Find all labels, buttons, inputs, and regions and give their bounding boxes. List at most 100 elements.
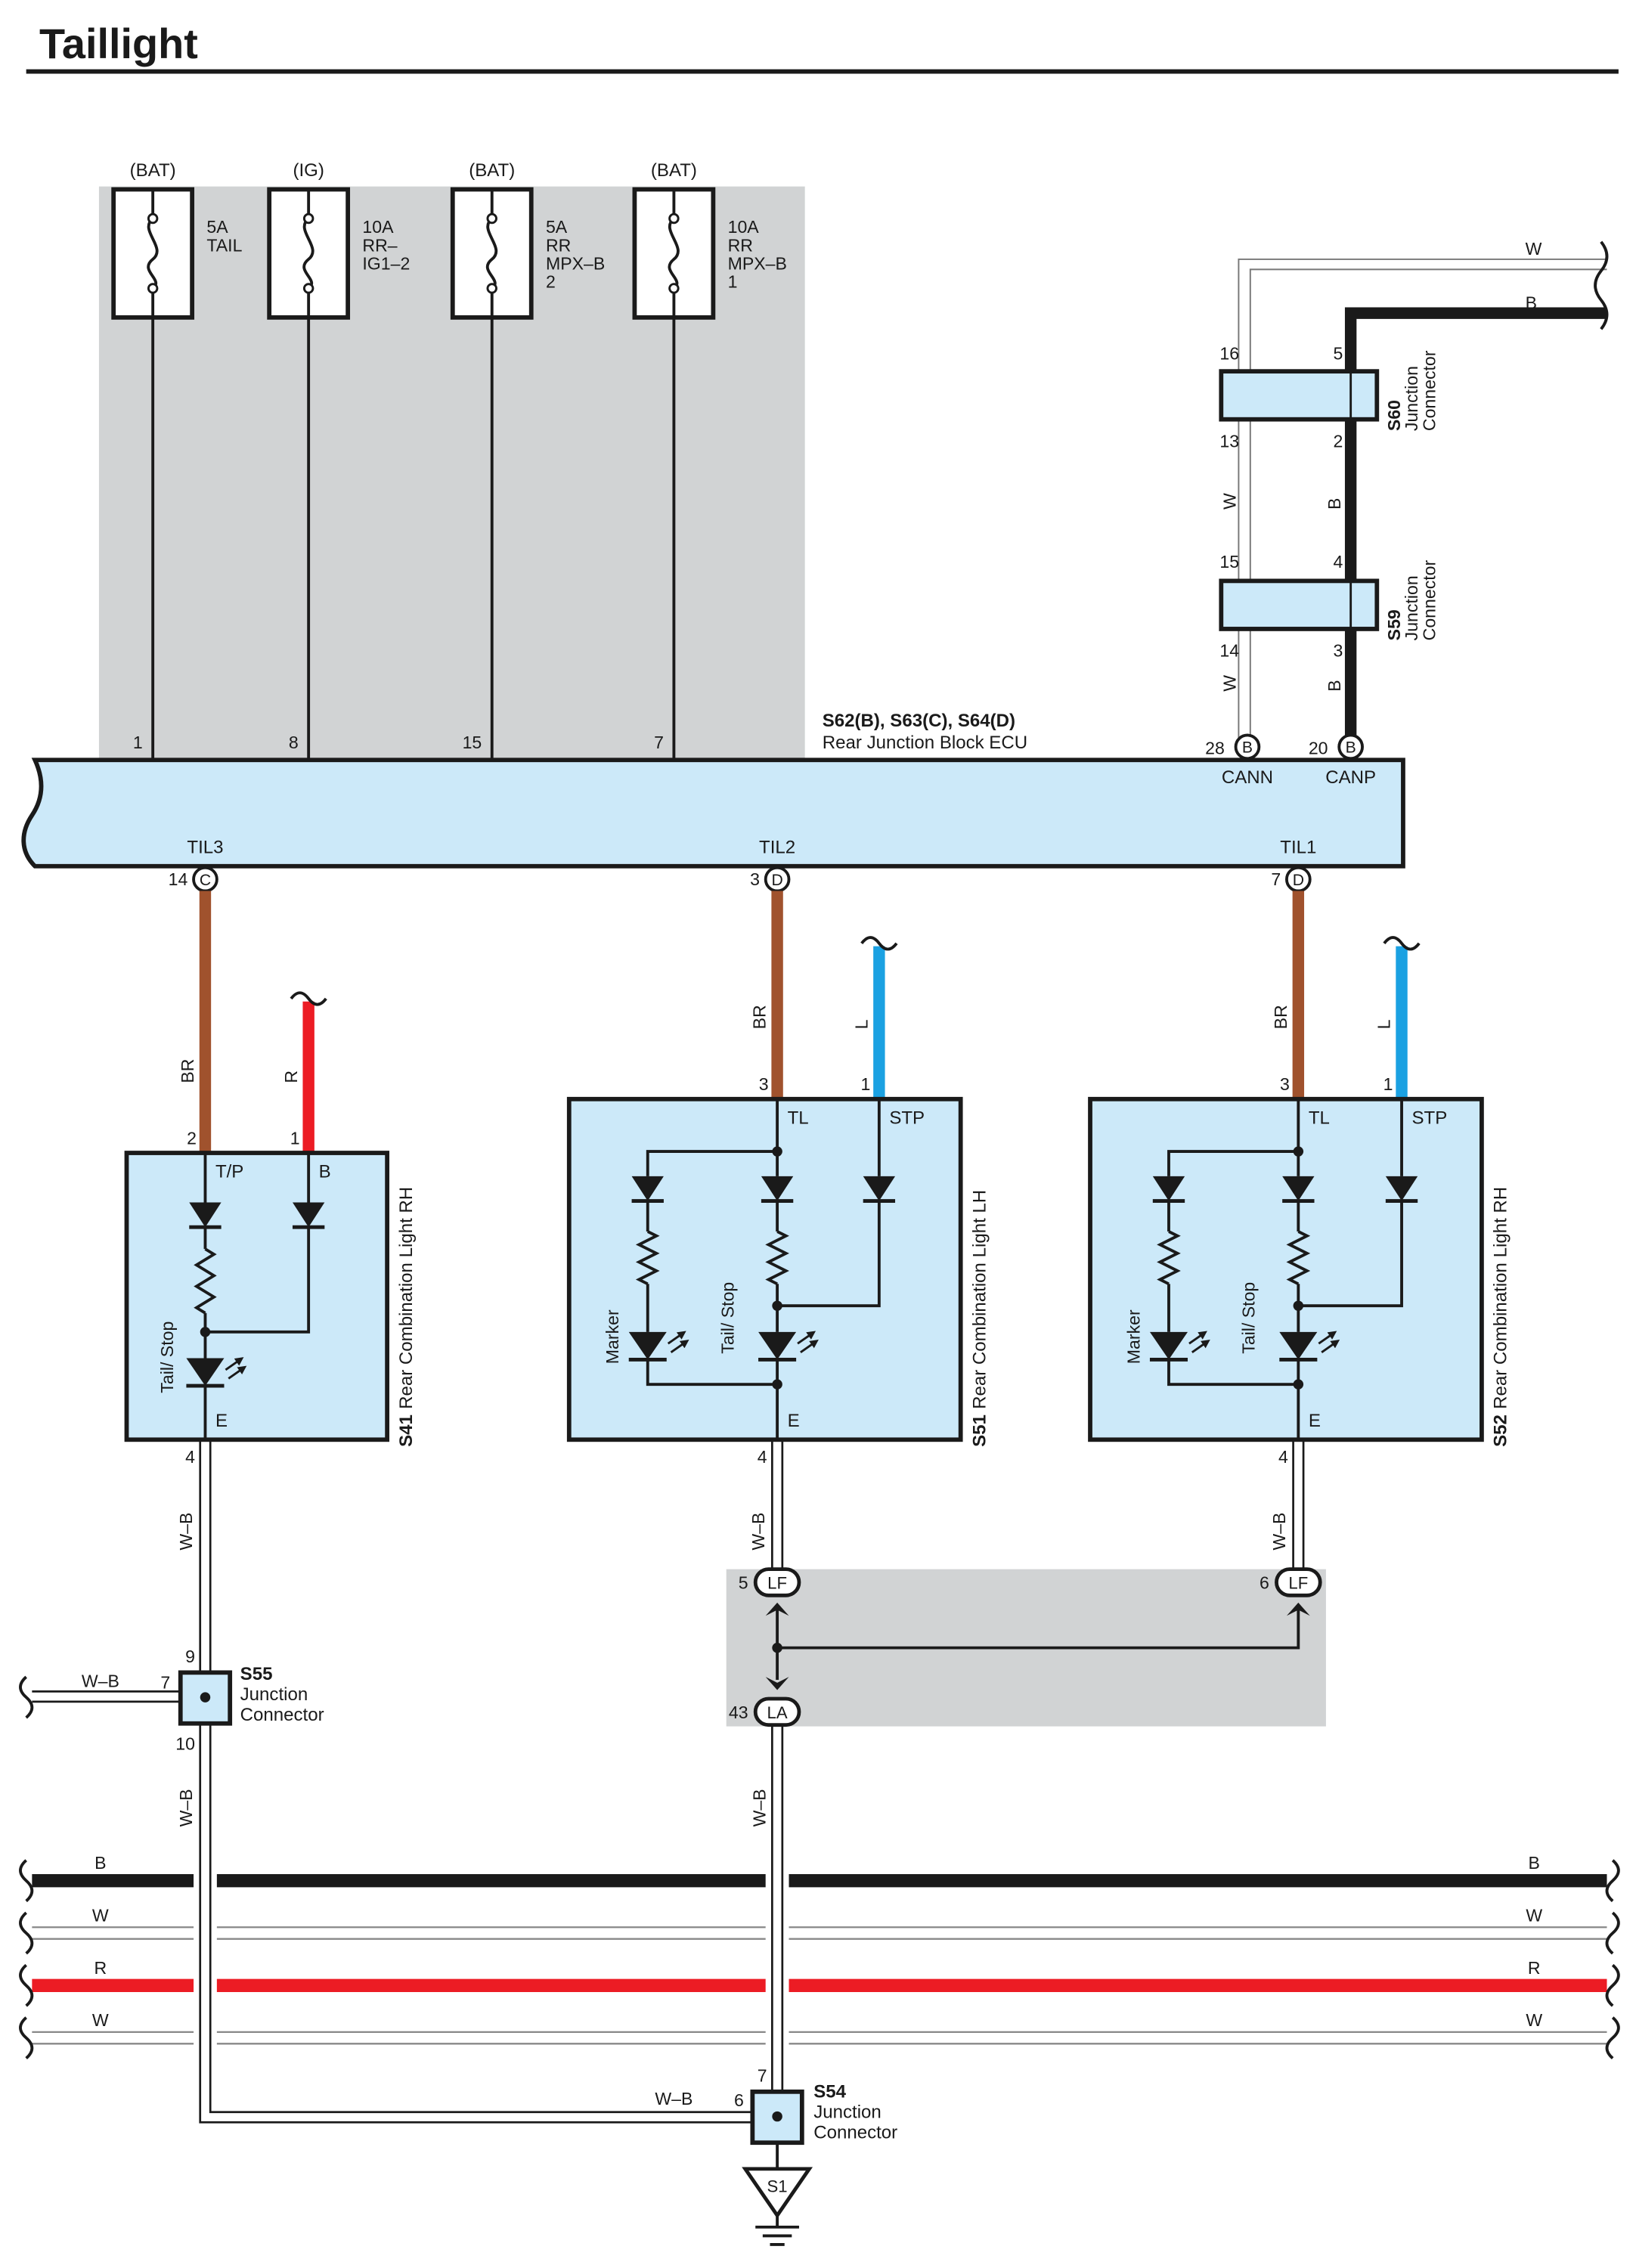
led-label-text: Tail/ Stop [717,1282,737,1354]
bus-label: B [1529,1853,1540,1873]
light-ray-icon [800,1340,819,1353]
pin-number: 3 [759,1074,769,1094]
s59-ecu-white-label: W [1220,675,1240,692]
marker-label: Marker [603,1309,622,1364]
terminal-label: E [215,1411,228,1431]
bus-label: W [1526,2010,1542,2030]
ground-s1: S1 [742,2143,813,2246]
wire-color-label: BR [1271,1005,1291,1029]
terminal-label: STP [889,1108,925,1129]
can-black-label: B [1526,293,1537,312]
light-ray-icon [1318,1331,1337,1345]
bus-label: R [1528,1958,1541,1978]
ground-wire-label: W–B [1269,1513,1289,1551]
wire-break-mark [1605,1963,1620,2007]
page-title: Taillight [39,20,198,67]
led-label: Tail/ Stop [717,1282,737,1354]
wire-break-mark [19,1963,34,2007]
fuse-icon [147,189,159,318]
led-icon [1149,1331,1188,1360]
s55-label-2: Connector [240,1705,324,1725]
inline-connector [753,1567,801,1597]
fuse-terminal-dot [486,212,497,225]
fuse-rating-line: RR [546,235,571,255]
ecu-terminal-label: TIL1 [1280,837,1316,857]
s60-id: S60 [1384,400,1404,431]
inline-connector-code: LF [1288,1574,1308,1593]
s59-ecu-black-label: B [1325,680,1344,691]
ecu-pin-number: 3 [750,869,760,889]
s55-pin: 10 [175,1734,195,1753]
rear-junction-block-ecu [21,758,1405,869]
ecu-terminal-label: TIL2 [759,837,795,857]
resistor-icon [194,1247,217,1315]
led-icon [1279,1331,1318,1360]
junction-dot [772,2111,782,2122]
terminal-label: E [1309,1411,1321,1431]
ecu-pin-20-connector: B [1346,739,1356,757]
light-id: S51 [969,1414,990,1447]
pin-number: 1 [860,1074,870,1094]
ground-wire-label: W–B [748,1513,768,1551]
ground-pin-number: 4 [1278,1447,1288,1467]
fuse-source: (IG) [293,160,324,181]
led-label-text: Tail/ Stop [1239,1282,1259,1354]
can-black-wire [1344,307,1607,740]
ecu-pin-20: B 20 CANP [1309,733,1376,788]
diode-icon [292,1202,325,1228]
ground-wire-label: W–B [750,1789,770,1826]
led-icon [628,1331,667,1360]
light-ray-icon [225,1357,244,1371]
light-ray-icon [1191,1340,1210,1353]
s54-pin: 6 [734,2090,744,2110]
led-label: Tail/ Stop [157,1321,177,1393]
ecu-ids: S62(B), S63(C), S64(D) [823,711,1015,731]
pin-number: 1 [1383,1074,1393,1094]
wire-break-mark [19,2016,34,2059]
s60-label: S60 Junction Connector [1384,350,1439,431]
inline-connector [1275,1567,1322,1597]
terminal-label: B [319,1162,331,1182]
fuse-rating-line: 5A [206,217,228,237]
fuse-source: (BAT) [651,160,697,181]
ecu-pin-28: B 28 CANN [1205,733,1273,788]
inline-connector-pin: 5 [739,1573,748,1593]
s59-label: S59 Junction Connector [1384,559,1439,640]
fuse-rating-line: MPX–B [728,253,787,273]
ecu-pin-number: 14 [169,869,188,889]
fuse-rating-line: 10A [728,217,760,237]
combination-light-box [566,1096,963,1442]
light-id: S41 [396,1414,417,1447]
light-ray-icon [228,1365,247,1380]
fuse-terminal-dot [668,212,680,225]
resistor-icon [765,1230,789,1286]
wire-break-mark [860,936,898,951]
combination-light-box [1088,1096,1484,1442]
wire-color-label: R [281,1070,301,1083]
junction-dot [200,1692,211,1703]
ground-id: S1 [767,2177,788,2196]
junction-connector-s60 [1219,369,1380,422]
led-icon [758,1331,797,1360]
light-ray-icon [667,1331,686,1345]
s59-label-2: Connector [1419,559,1439,640]
wire-color-label: BR [750,1005,770,1029]
wire-break-mark [19,1859,34,1903]
s59-pin-14: 14 [1219,641,1239,661]
ecu-term-cann: CANN [1222,767,1273,788]
fuse-icon [485,189,498,318]
inline-connector-pin: 6 [1260,1573,1269,1593]
wire-break-mark [19,1911,34,1955]
